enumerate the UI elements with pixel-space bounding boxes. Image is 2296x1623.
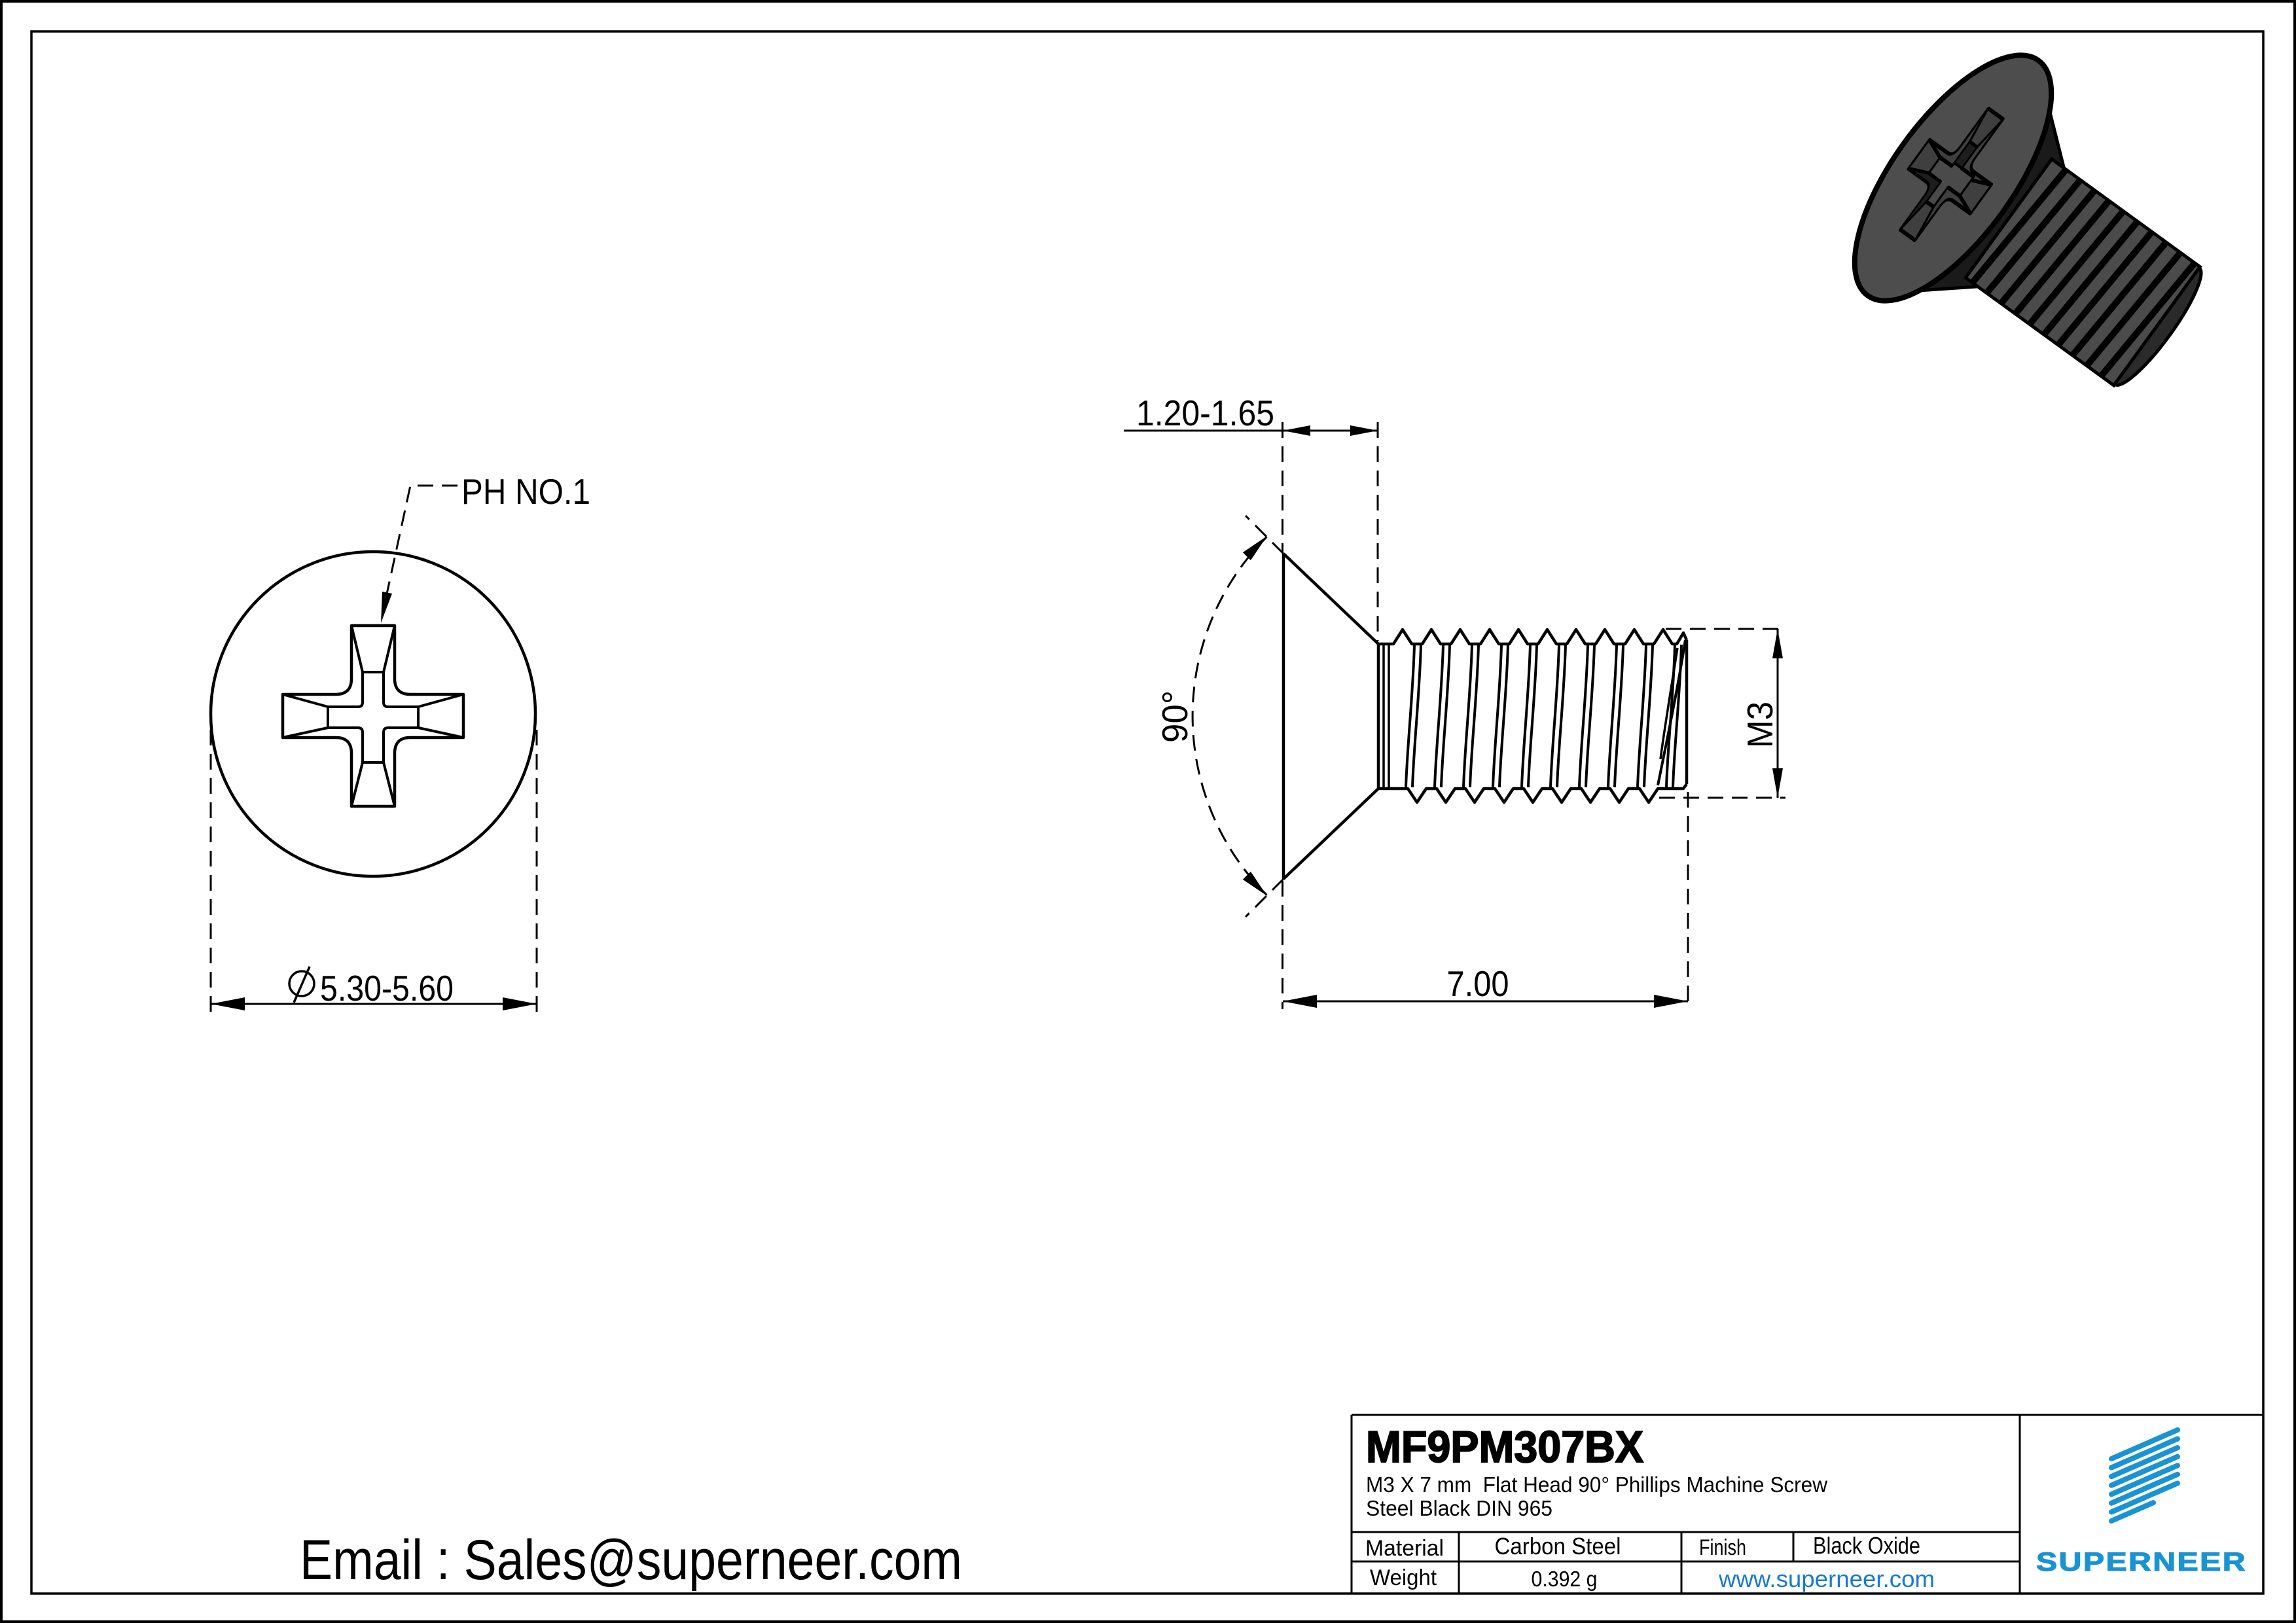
svg-text:0.392 g: 0.392 g [1532, 1567, 1598, 1591]
svg-text:www.superneer.com: www.superneer.com [1718, 1565, 1935, 1592]
svg-text:Weight: Weight [1370, 1565, 1437, 1590]
svg-text:Carbon Steel: Carbon Steel [1495, 1533, 1621, 1560]
svg-text:SUPERNEER: SUPERNEER [2036, 1548, 2247, 1577]
svg-text:5.30-5.60: 5.30-5.60 [320, 968, 454, 1008]
svg-text:1.20-1.65: 1.20-1.65 [1136, 393, 1274, 433]
svg-text:M3 X 7 mm Flat Head 90° Phill: M3 X 7 mm Flat Head 90° Phillips Machine… [1366, 1472, 1827, 1497]
svg-text:7.00: 7.00 [1447, 963, 1509, 1004]
svg-text:PH NO.1: PH NO.1 [461, 471, 590, 512]
svg-text:Steel Black DIN 965: Steel Black DIN 965 [1366, 1496, 1552, 1520]
svg-text:MF9PM307BX: MF9PM307BX [1366, 1422, 1643, 1472]
svg-text:90°: 90° [1155, 690, 1195, 743]
svg-text:Email : Sales@superneer.com: Email : Sales@superneer.com [300, 1529, 962, 1592]
svg-text:Finish: Finish [1699, 1535, 1746, 1560]
svg-text:M3: M3 [1740, 702, 1780, 748]
svg-text:Black Oxide: Black Oxide [1813, 1532, 1920, 1559]
svg-text:Material: Material [1365, 1536, 1444, 1561]
